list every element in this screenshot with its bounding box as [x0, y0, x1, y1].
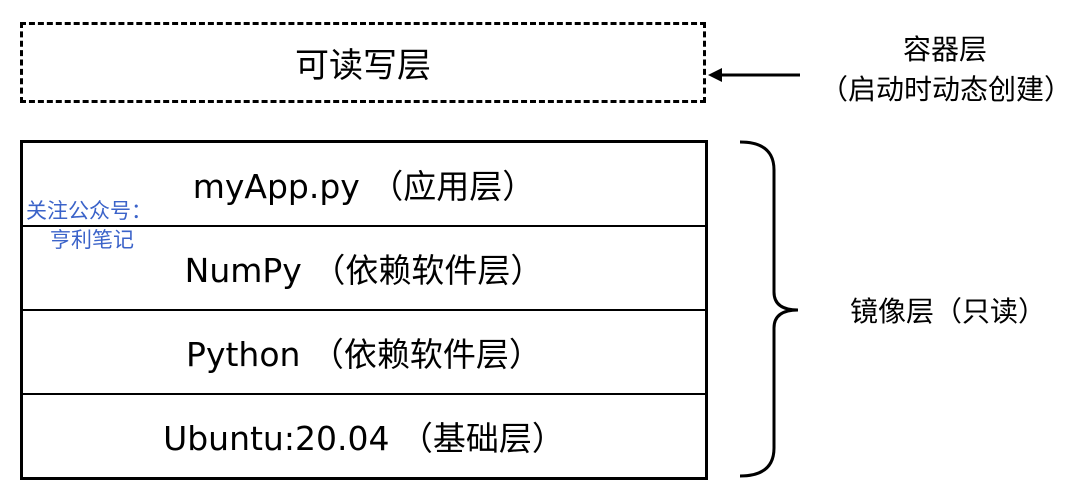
- watermark: 关注公众号： 亨利笔记: [26, 197, 196, 255]
- layer-application-label: myApp.py （应用层）: [192, 167, 536, 206]
- container-layer-note: （启动时动态创建）: [820, 73, 1073, 106]
- layer-python: Python （依赖软件层）: [23, 311, 705, 395]
- image-layer-stack: myApp.py （应用层） NumPy （依赖软件层） Python （依赖软…: [20, 140, 708, 480]
- layer-application: myApp.py （应用层）: [23, 143, 705, 227]
- container-layer-title: 容器层: [902, 33, 987, 66]
- layer-base-label: Ubuntu:20.04 （基础层）: [163, 419, 565, 458]
- container-arrow: [708, 68, 800, 82]
- watermark-line2: 亨利笔记: [50, 228, 134, 252]
- layer-numpy-label: NumPy （依赖软件层）: [184, 251, 544, 290]
- container-layer-annotation: 容器层 （启动时动态创建）: [820, 30, 1073, 110]
- read-write-layer-box: 可读写层: [20, 22, 706, 103]
- image-layer-annotation: 镜像层（只读）: [850, 295, 1047, 328]
- image-layer-brace: [739, 140, 799, 478]
- layer-python-label: Python （依赖软件层）: [186, 335, 542, 374]
- layer-numpy: NumPy （依赖软件层）: [23, 227, 705, 311]
- watermark-line1: 关注公众号：: [26, 199, 152, 223]
- layer-base: Ubuntu:20.04 （基础层）: [23, 395, 705, 477]
- read-write-layer-label: 可读写层: [295, 46, 431, 86]
